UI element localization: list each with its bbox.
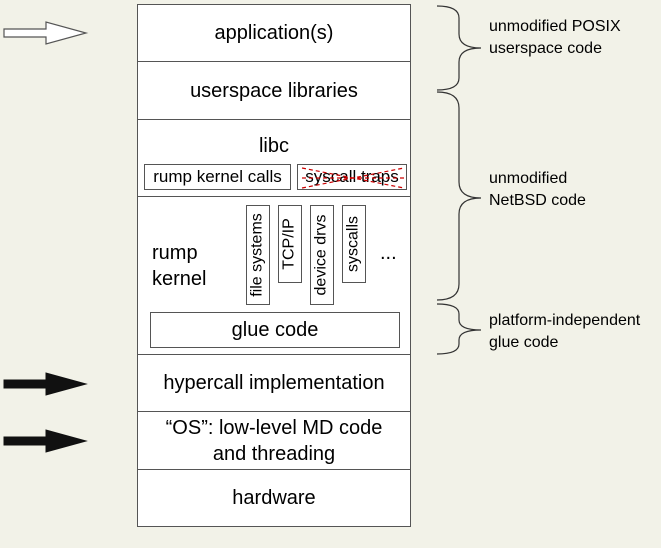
hardware-layer: hardware xyxy=(138,470,410,526)
architecture-stack: application(s) userspace libraries libc … xyxy=(137,4,411,527)
solid-arrow-icon xyxy=(3,372,88,396)
os-layer: “OS”: low-level MD code and threading xyxy=(138,412,410,470)
component-label: file systems xyxy=(248,213,266,297)
solid-arrow-icon xyxy=(3,429,88,453)
glue-code-box: glue code xyxy=(150,312,400,348)
component-tcp-ip: TCP/IP xyxy=(278,205,302,283)
rump-kernel-calls-box: rump kernel calls xyxy=(144,164,291,190)
annotation-posix-line1: unmodified POSIX xyxy=(489,18,621,35)
annotation-posix-line2: userspace code xyxy=(489,40,602,57)
components-ellipsis: ... xyxy=(380,242,397,264)
libc-layer: libc rump kernel calls syscall traps xyxy=(138,120,410,197)
hollow-arrow-icon xyxy=(3,21,89,45)
annotation-glue: platform-independent glue code xyxy=(489,310,640,354)
component-label: TCP/IP xyxy=(280,218,298,270)
rump-kernel-layer: rump kernel file systems TCP/IP device d… xyxy=(138,197,410,355)
strike-through-icon xyxy=(301,167,405,189)
component-file-systems: file systems xyxy=(246,205,270,305)
os-label-line1: “OS”: low-level MD code xyxy=(165,416,383,439)
hypercall-label: hypercall implementation xyxy=(163,372,385,394)
userspace-libraries-layer: userspace libraries xyxy=(138,62,410,120)
rump-kernel-label-line2: kernel xyxy=(152,268,207,290)
annotation-glue-line1: platform-independent xyxy=(489,312,641,329)
component-syscalls: syscalls xyxy=(342,205,366,283)
annotation-glue-line2: glue code xyxy=(489,334,559,351)
component-device-drvs: device drvs xyxy=(310,205,334,305)
rump-kernel-label-line1: rump xyxy=(152,242,198,264)
brace-glue-icon xyxy=(436,303,482,355)
userspace-libraries-label: userspace libraries xyxy=(190,79,358,102)
component-label: device drvs xyxy=(312,214,330,296)
annotation-netbsd-line1: unmodified xyxy=(489,170,568,187)
os-label-line2: and threading xyxy=(212,442,336,465)
annotation-posix: unmodified POSIX userspace code xyxy=(489,16,621,60)
hypercall-layer: hypercall implementation xyxy=(138,355,410,412)
applications-layer: application(s) xyxy=(138,5,410,62)
hardware-label: hardware xyxy=(232,487,316,509)
syscall-traps-label: syscall traps xyxy=(305,166,399,186)
syscall-traps-box: syscall traps xyxy=(297,164,407,190)
component-label: syscalls xyxy=(344,215,362,273)
brace-netbsd-icon xyxy=(436,91,482,301)
libc-label: libc xyxy=(258,135,289,157)
brace-posix-icon xyxy=(436,5,482,91)
annotation-netbsd: unmodified NetBSD code xyxy=(489,168,586,212)
annotation-netbsd-line2: NetBSD code xyxy=(489,192,586,209)
applications-label: application(s) xyxy=(214,22,334,44)
